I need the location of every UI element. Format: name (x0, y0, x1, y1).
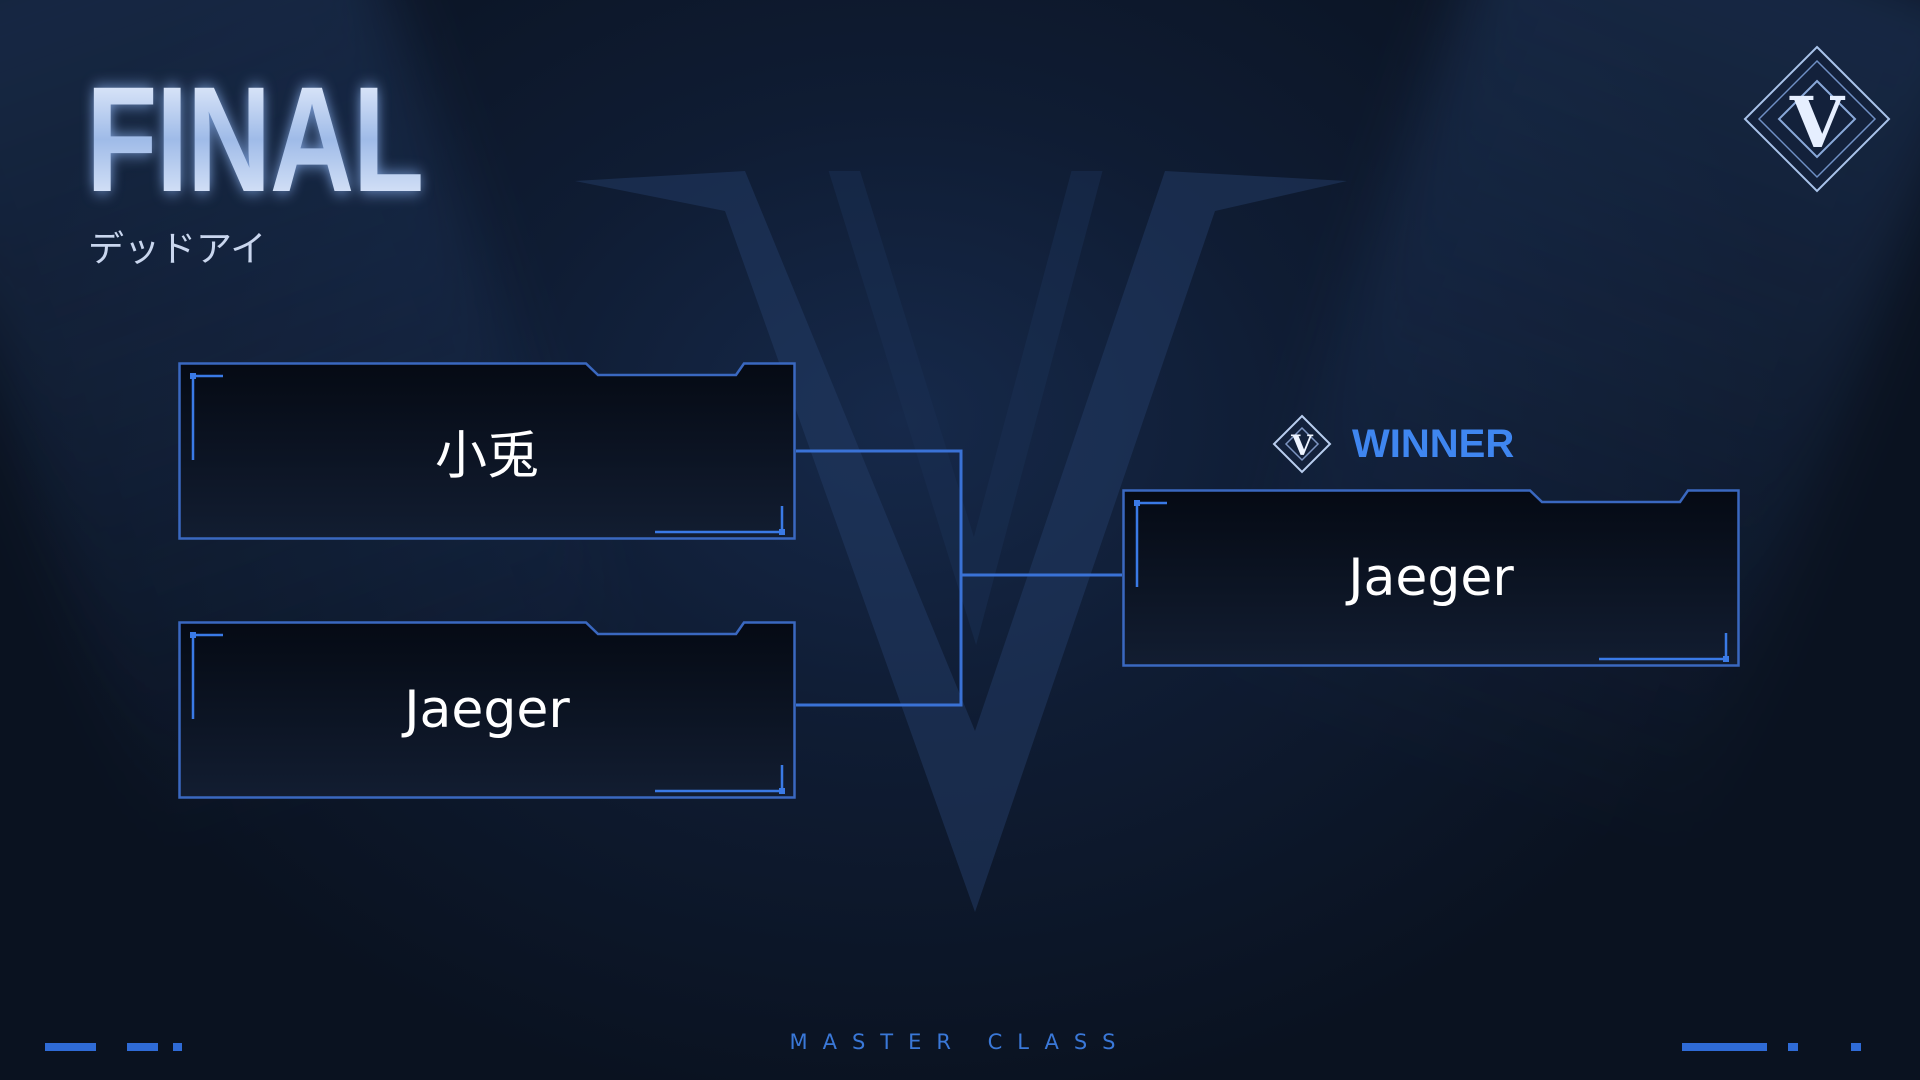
winner-text: WINNER (1352, 421, 1515, 466)
footer-deco-bar (1788, 1043, 1798, 1051)
footer-deco-bar (1851, 1043, 1861, 1051)
footer-deco-bar (45, 1043, 96, 1051)
player-name: 小兎 (434, 426, 539, 487)
footer-deco-bar (1682, 1043, 1767, 1051)
v-watermark-logo (575, 171, 1347, 912)
svg-text:V: V (1290, 429, 1314, 462)
player-name: Jaeger (1348, 548, 1514, 608)
page-subtitle: デッドアイ (88, 229, 267, 270)
footer-brand: MASTER CLASS (789, 1030, 1131, 1054)
player-card-winner[interactable]: Jaeger (1122, 489, 1740, 667)
v-badge-icon: V (1272, 414, 1332, 474)
player-name: Jaeger (404, 680, 570, 740)
card-frame (178, 621, 796, 799)
footer-deco-bar (127, 1043, 158, 1051)
player-card-semifinal-2[interactable]: Jaeger (178, 621, 796, 799)
player-card-semifinal-1[interactable]: 小兎 (178, 362, 796, 540)
page-title: FINAL (86, 55, 424, 223)
card-frame (1122, 489, 1740, 667)
card-frame (178, 362, 796, 540)
footer-deco-bar (173, 1043, 182, 1051)
svg-text:V: V (1789, 81, 1846, 164)
winner-label: V WINNER (1272, 414, 1514, 474)
v-logo-icon: V (1743, 45, 1891, 193)
